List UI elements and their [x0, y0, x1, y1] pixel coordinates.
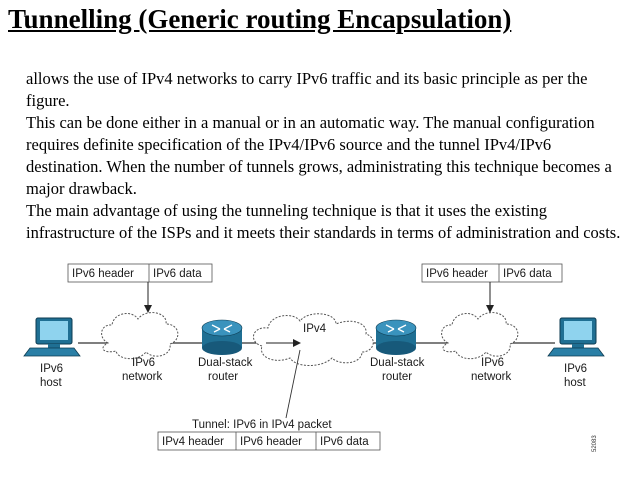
paragraph-3: The main advantage of using the tunnelin… [26, 201, 621, 242]
tunnel-packet-box: IPv4 header IPv6 header IPv6 data [157, 431, 381, 451]
ipv4-cloud-icon [253, 313, 374, 366]
right-header-box: IPv6 header IPv6 data [421, 263, 563, 283]
right-ipv6-cloud-icon [441, 312, 519, 360]
left-host-computer-icon [23, 317, 81, 357]
right-router-icon [375, 319, 417, 355]
figure-code: 52083 [592, 435, 598, 452]
right-host-computer-icon [547, 317, 605, 357]
left-header-ipv6-header: IPv6 header [72, 268, 134, 280]
left-header-box: IPv6 header IPv6 data [67, 263, 213, 283]
tunnel-pointer-line [285, 349, 301, 419]
left-header-ipv6-data: IPv6 data [153, 268, 202, 280]
packet-ipv6-data: IPv6 data [320, 436, 369, 448]
slide-title: Tunnelling (Generic routing Encapsulatio… [8, 4, 512, 34]
tunnel-label: Tunnel: IPv6 in IPv4 packet [192, 419, 332, 431]
right-network-label-1: IPv6 [481, 357, 504, 369]
left-network-label-1: IPv6 [132, 357, 155, 369]
packet-ipv4-header: IPv4 header [162, 436, 224, 448]
slide-body: allows the use of IPv4 networks to carry… [26, 68, 626, 244]
right-router-label-2: router [382, 371, 412, 383]
left-ipv6-cloud-icon [101, 312, 179, 360]
paragraph-1: allows the use of IPv4 networks to carry… [26, 69, 588, 110]
left-router-label-2: router [208, 371, 238, 383]
tunnel-diagram: IPv6 header IPv6 data IPv6 header IPv6 d… [23, 263, 605, 452]
right-host-label-1: IPv6 [564, 363, 587, 375]
right-network-label-2: network [471, 371, 512, 383]
right-header-ipv6-header: IPv6 header [426, 268, 488, 280]
left-router-label-1: Dual-stack [198, 357, 253, 369]
left-host-label-2: host [40, 377, 63, 389]
packet-ipv6-header: IPv6 header [240, 436, 302, 448]
left-host-label-1: IPv6 [40, 363, 63, 375]
right-host-label-2: host [564, 377, 587, 389]
paragraph-2: This can be done either in a manual or i… [26, 113, 612, 198]
left-network-label-2: network [122, 371, 163, 383]
right-header-ipv6-data: IPv6 data [503, 268, 552, 280]
left-router-icon [201, 319, 243, 355]
ipv4-cloud-label: IPv4 [303, 323, 327, 335]
right-router-label-1: Dual-stack [370, 357, 425, 369]
